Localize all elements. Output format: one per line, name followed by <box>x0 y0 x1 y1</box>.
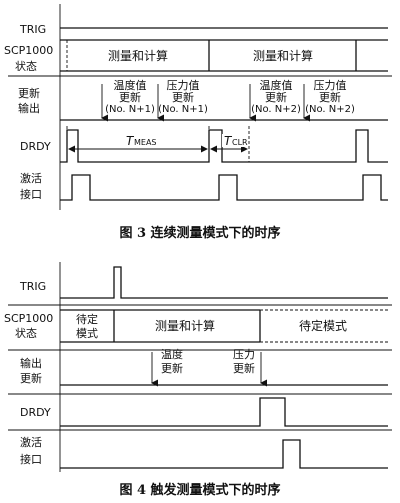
fig4-caption: 图 4 触发测量模式下的时序 <box>119 482 280 498</box>
fig3-drdy-label: DRDY <box>20 140 51 153</box>
fig3-update-label-1: 更新 <box>18 86 40 100</box>
fig4-state-measure: 测量和计算 <box>155 318 215 333</box>
fig3-update-1-line1: 温度值 <box>114 78 147 92</box>
fig4-drdy-signal <box>60 397 388 427</box>
fig3-trig-label: TRIG <box>19 23 46 36</box>
fig3-state-measure-2: 测量和计算 <box>253 48 313 63</box>
fig3-state-measure-1: 测量和计算 <box>108 48 168 63</box>
fig3-update-4-line1: 压力值 <box>314 79 347 92</box>
fig3-tclr-label-sub: CLR <box>232 138 248 147</box>
fig3-update-1-line3: (No. N+1) <box>105 104 155 115</box>
fig3-update-1-line2: 更新 <box>119 90 141 104</box>
fig4-update-2-line2: 更新 <box>233 361 255 375</box>
fig3-update-label-group-1: 温度值 更新 (No. N+1) <box>105 78 155 115</box>
fig3-activate-signal <box>60 174 388 201</box>
figure-4: TRIG SCP1000 状态 输出 更新 DRDY 激活 接口 待定 模式 测… <box>4 262 392 498</box>
fig3-update-label-group-4: 压力值 更新 (No. N+2) <box>305 79 355 115</box>
fig3-update-4-line2: 更新 <box>319 90 341 104</box>
fig3-update-3-line1: 温度值 <box>260 78 293 92</box>
fig4-drdy-label: DRDY <box>20 406 51 419</box>
fig3-update-label-group-3: 温度值 更新 (No. N+2) <box>251 78 301 115</box>
fig3-update-3-line3: (No. N+2) <box>251 104 301 115</box>
fig4-update-label-1: 输出 <box>20 356 42 370</box>
fig4-state-standby-2: 待定模式 <box>299 318 347 333</box>
fig3-update-2-line1: 压力值 <box>167 79 200 92</box>
fig4-standby-1-line2: 模式 <box>76 327 98 340</box>
fig3-update-2-line2: 更新 <box>172 90 194 104</box>
fig4-update-1-line2: 更新 <box>161 361 183 375</box>
fig4-activate-signal <box>60 439 388 469</box>
fig3-state-label-2: 状态 <box>15 59 37 73</box>
fig3-tmeas-label-bg <box>122 134 162 148</box>
fig3-activate-label-1: 激活 <box>20 171 42 185</box>
fig4-activate-label-1: 激活 <box>20 435 42 449</box>
fig4-trig-label: TRIG <box>19 280 46 293</box>
fig4-activate-label-2: 接口 <box>20 453 42 466</box>
fig3-tmeas-label-sub: MEAS <box>134 138 157 147</box>
fig3-tclr-label-bg <box>222 134 248 147</box>
fig3-tmeas-label-main: T <box>126 134 135 148</box>
figure-3: TRIG SCP1000 状态 更新 输出 DRDY 激活 接口 测量和计算 测… <box>4 4 392 241</box>
fig3-update-4-line3: (No. N+2) <box>305 104 355 115</box>
fig3-update-3-line2: 更新 <box>265 90 287 104</box>
fig3-drdy-signal <box>60 129 388 163</box>
fig3-caption: 图 3 连续测量模式下的时序 <box>119 225 280 241</box>
fig3-state-label-1: SCP1000 <box>4 44 53 57</box>
fig4-trig-signal <box>60 266 388 299</box>
fig3-update-label-2: 输出 <box>18 101 40 115</box>
fig4-update-2-line1: 压力 <box>233 348 255 361</box>
fig3-update-label-group-2: 压力值 更新 (No. N+1) <box>158 79 208 115</box>
fig4-update-1-line1: 温度 <box>161 347 183 361</box>
fig3-activate-label-2: 接口 <box>20 188 42 201</box>
fig4-state-label-2: 状态 <box>15 326 37 340</box>
fig4-state-label-1: SCP1000 <box>4 312 53 325</box>
fig4-standby-1-line1: 待定 <box>76 312 98 326</box>
fig4-update-label-2: 更新 <box>20 371 42 385</box>
fig3-tclr-label-main: T <box>224 134 233 148</box>
fig3-update-2-line3: (No. N+1) <box>158 104 208 115</box>
